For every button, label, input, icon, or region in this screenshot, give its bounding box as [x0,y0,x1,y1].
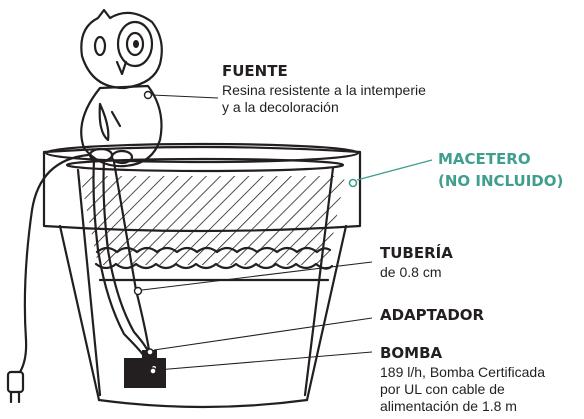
adaptador-title: ADAPTADOR [380,306,485,324]
fuente-title: FUENTE [222,62,288,80]
label-tuberia: TUBERÍA de 0.8 cm [380,243,453,280]
flower-pot [42,142,362,409]
macetero-line2: (NO INCLUIDO) [438,172,563,190]
fuente-desc-line1: Resina resistente a la intemperie [222,82,426,98]
fuente-desc-line2: y a la decoloración [222,99,339,115]
bomba-title: BOMBA [380,344,443,362]
bomba-desc-line1: 189 l/h, Bomba Certificada [380,364,545,380]
pump [124,358,166,388]
label-fuente: FUENTE Resina resistente a la intemperie… [222,62,426,115]
label-bomba: BOMBA 189 l/h, Bomba Certificada por UL … [380,344,545,414]
bomba-desc-line3: alimentación de 1.8 m [380,398,517,414]
leader-bomba [149,351,373,375]
tuberia-title: TUBERÍA [380,243,453,262]
owl-fountain [80,8,163,168]
leader-adaptador [146,317,373,356]
label-adaptador: ADAPTADOR [380,306,485,324]
leader-tuberia [133,261,373,296]
macetero-line1: MACETERO [438,150,531,168]
tubing [92,158,152,358]
label-macetero: MACETERO (NO INCLUIDO) [438,150,563,190]
power-cord [6,153,90,404]
tuberia-desc: de 0.8 cm [380,264,441,280]
leader-fuente [143,90,219,100]
leader-macetero [348,159,433,188]
bomba-desc-line2: por UL con cable de [380,381,505,397]
